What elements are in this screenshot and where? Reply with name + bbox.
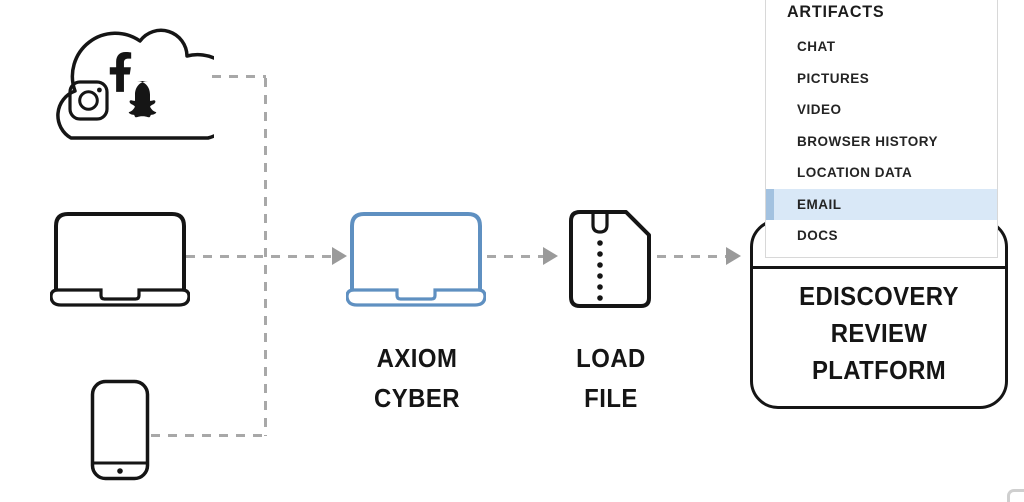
artifact-item-docs[interactable]: DOCS <box>797 228 839 244</box>
cloud-social-sources <box>56 28 214 140</box>
platform-label-line2: REVIEW <box>830 318 928 348</box>
artifact-item-pictures[interactable]: PICTURES <box>797 70 870 86</box>
axiom-cyber-label: AXIOM CYBER <box>343 338 490 418</box>
cloud-outline <box>56 28 214 140</box>
load-file-label: LOAD FILE <box>537 338 684 418</box>
load-file-label-line1: LOAD <box>576 343 646 373</box>
platform-label-line1: EDISCOVERY <box>799 281 959 311</box>
connector-phone <box>151 434 265 437</box>
instagram-icon <box>68 80 109 121</box>
platform-header-divider <box>752 266 1006 269</box>
artifact-item-video[interactable]: VIDEO <box>797 102 842 118</box>
artifacts-list: CHAT PICTURES VIDEO BROWSER HISTORY LOCA… <box>766 31 997 252</box>
facebook-icon <box>109 52 132 92</box>
platform-label: EDISCOVERY REVIEW PLATFORM <box>763 278 995 389</box>
source-laptop-icon <box>50 212 190 307</box>
arrow-to-platform <box>726 247 741 265</box>
load-file-icon <box>569 210 651 308</box>
arrow-to-loadfile <box>543 247 558 265</box>
artifact-item-chat[interactable]: CHAT <box>797 39 836 55</box>
artifact-item-location-data[interactable]: LOCATION DATA <box>797 165 913 181</box>
axiom-cyber-label-line2: CYBER <box>373 383 461 413</box>
artifacts-panel-title: ARTIFACTS <box>787 2 885 21</box>
smartphone-icon <box>90 379 150 481</box>
cropped-corner-mark <box>1007 489 1024 502</box>
laptop-base <box>346 288 486 307</box>
home-button <box>117 468 123 474</box>
artifacts-panel: ARTIFACTS CHAT PICTURES VIDEO BROWSER HI… <box>765 0 998 258</box>
snapchat-icon <box>128 81 157 118</box>
document-tab <box>591 213 609 234</box>
axiom-cyber-label-line1: AXIOM <box>376 343 458 373</box>
connector-loadfile-to-platform <box>657 255 726 258</box>
platform-label-line3: PLATFORM <box>811 355 947 385</box>
laptop-base <box>50 288 190 307</box>
artifact-item-browser-history[interactable]: BROWSER HISTORY <box>797 133 939 149</box>
connector-axiom-to-loadfile <box>487 255 543 258</box>
laptop-screen <box>350 212 482 290</box>
connector-laptop-to-axiom <box>186 255 332 258</box>
load-file-label-line2: FILE <box>584 383 638 413</box>
arrow-to-axiom <box>332 247 347 265</box>
document-dotted-line <box>597 240 603 301</box>
axiom-cyber-laptop-icon <box>346 212 486 307</box>
connector-cloud <box>212 75 266 78</box>
document-outline <box>569 210 651 308</box>
laptop-screen <box>54 212 186 290</box>
artifact-item-email[interactable]: EMAIL <box>766 188 997 220</box>
